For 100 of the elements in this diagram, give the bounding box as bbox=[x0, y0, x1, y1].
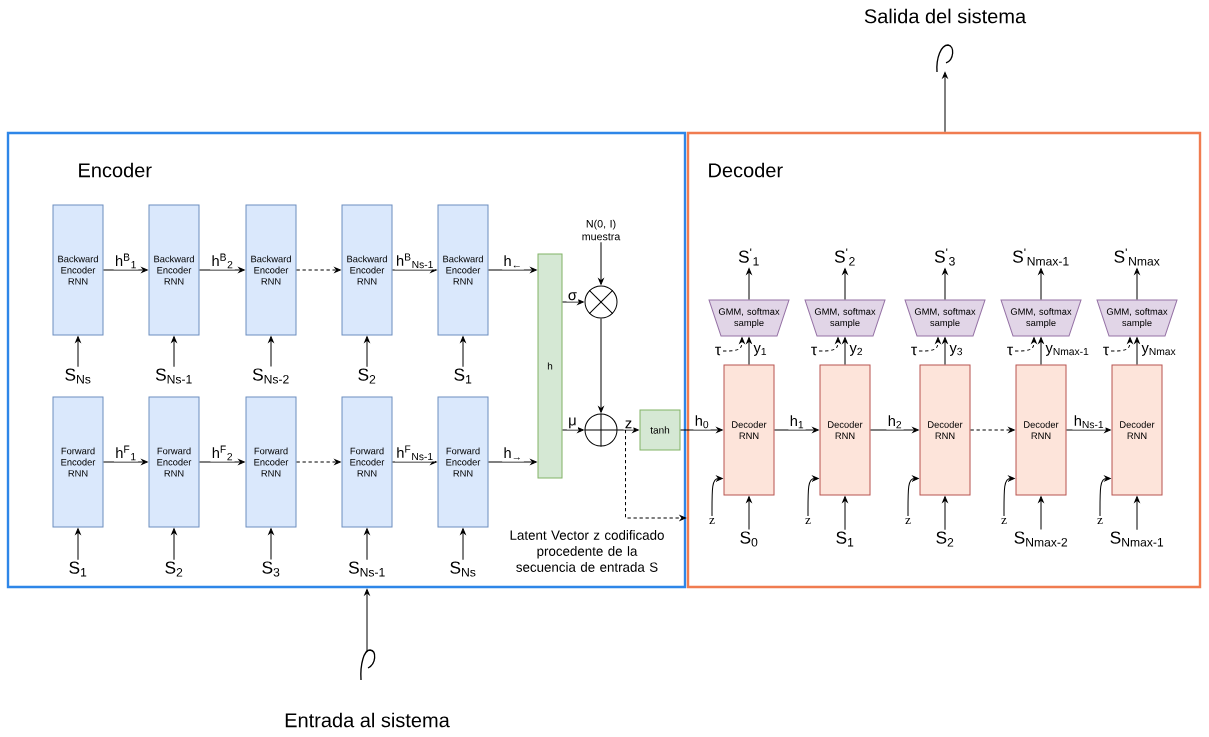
output-symbol: S$^{'}$1 bbox=[738, 248, 759, 266]
arrow bbox=[617, 427, 639, 433]
rnn-block: Backward Encoder RNN bbox=[52, 204, 104, 336]
arrow bbox=[103, 459, 148, 465]
temperature-symbol: τ bbox=[1103, 346, 1110, 356]
input-symbol: S$_{Ns-2}$ bbox=[252, 368, 289, 384]
edge-label: h$^{F}$1 bbox=[113, 444, 139, 462]
arrow bbox=[1066, 427, 1111, 433]
edge-label: h$^{B}$Ns-1 bbox=[394, 252, 436, 270]
edge-label: h$^{B}$1 bbox=[113, 252, 139, 270]
rnn-block: Backward Encoder RNN bbox=[245, 204, 297, 336]
arrow bbox=[171, 336, 177, 368]
arrow bbox=[942, 496, 948, 531]
edge-label: y$_{2}$ bbox=[848, 343, 865, 358]
temperature-symbol: τ bbox=[1007, 346, 1014, 356]
arrow bbox=[75, 336, 81, 368]
arrow bbox=[199, 459, 245, 465]
arrow bbox=[1099, 475, 1111, 517]
arrow bbox=[942, 337, 948, 365]
arrow bbox=[1014, 337, 1037, 352]
arrow bbox=[807, 475, 819, 517]
input-symbol: S$_{1}$ bbox=[454, 368, 472, 384]
arrow bbox=[918, 337, 941, 352]
latent-symbol: z bbox=[709, 517, 715, 525]
arrow bbox=[488, 459, 537, 465]
input-symbol: S$_{0}$ bbox=[740, 531, 758, 547]
multiply-circle bbox=[584, 285, 618, 319]
rnn-block: Forward Encoder RNN bbox=[52, 396, 104, 528]
arrow bbox=[268, 528, 274, 561]
sampling-trapezoid: GMM, softmax sample bbox=[708, 299, 790, 337]
system-caption: Entrada al sistema bbox=[285, 649, 450, 728]
latent-symbol: z bbox=[805, 517, 811, 525]
arrow bbox=[199, 267, 245, 273]
edge-label: z bbox=[623, 419, 634, 430]
rnn-block: Backward Encoder RNN bbox=[148, 204, 200, 336]
edge-label: y$_{1}$ bbox=[752, 343, 769, 358]
edge-label: h$_{←}$ bbox=[502, 254, 524, 270]
input-symbol: S$_{3}$ bbox=[262, 561, 280, 577]
system-caption: Salida del sistema bbox=[864, 8, 1027, 73]
arrow bbox=[103, 267, 148, 273]
edge-label: y$_{Nmax-1}$ bbox=[1044, 343, 1091, 358]
arrow bbox=[842, 337, 848, 365]
input-symbol: S$_{Ns-1}$ bbox=[348, 561, 385, 577]
output-symbol: S$^{'}$2 bbox=[834, 248, 855, 266]
latent-symbol: z bbox=[1097, 517, 1103, 525]
output-symbol: S$^{'}$Nmax-1 bbox=[1012, 248, 1069, 266]
input-symbol: S$_{Ns}$ bbox=[65, 368, 91, 384]
input-symbol: S$_{2}$ bbox=[165, 561, 183, 577]
arrow bbox=[970, 427, 1015, 433]
input-symbol: S$_{Nmax-1}$ bbox=[1110, 531, 1164, 547]
sampling-trapezoid: GMM, softmax sample bbox=[904, 299, 986, 337]
decoder-block: Decoder RNN bbox=[1015, 364, 1067, 496]
panel-heading: Encoder bbox=[79, 162, 152, 178]
arrow bbox=[1134, 337, 1140, 365]
arrow bbox=[1110, 337, 1133, 352]
arrow bbox=[1003, 475, 1015, 517]
arrow bbox=[1134, 268, 1140, 300]
edge-label: h$_{0}$ bbox=[693, 413, 711, 430]
edge-label: y$_{3}$ bbox=[948, 343, 965, 358]
arrow bbox=[364, 336, 370, 368]
arrow bbox=[598, 241, 604, 285]
arrow bbox=[562, 299, 584, 305]
decoder-block: Decoder RNN bbox=[819, 364, 871, 496]
temperature-symbol: τ bbox=[715, 346, 722, 356]
input-symbol: S$_{2}$ bbox=[936, 531, 954, 547]
arrow bbox=[1038, 496, 1044, 531]
input-symbol: S$_{1}$ bbox=[69, 561, 87, 577]
arrow bbox=[625, 429, 686, 521]
latent-symbol: z bbox=[1001, 517, 1007, 525]
edge-label: h$_{1}$ bbox=[788, 414, 806, 430]
arrow bbox=[296, 267, 341, 273]
panel-heading: Decoder bbox=[709, 162, 783, 178]
arrow bbox=[75, 528, 81, 561]
edge-label: h$_{2}$ bbox=[886, 414, 904, 430]
output-symbol: S$^{'}$3 bbox=[934, 248, 955, 266]
decoder-block: Decoder RNN bbox=[1111, 364, 1163, 496]
noise-label: N(0, I) muestra bbox=[582, 219, 621, 241]
hidden-state-bar: h bbox=[537, 253, 563, 479]
arrow bbox=[842, 496, 848, 531]
arrow bbox=[942, 268, 948, 300]
arrow bbox=[1134, 496, 1140, 531]
arrow bbox=[818, 337, 841, 352]
edge-label: h$^{F}$2 bbox=[210, 444, 235, 462]
rnn-block: Forward Encoder RNN bbox=[245, 396, 297, 528]
rnn-block: Forward Encoder RNN bbox=[148, 396, 200, 528]
arrow bbox=[268, 336, 274, 368]
input-symbol: S$_{2}$ bbox=[358, 368, 376, 384]
temperature-symbol: τ bbox=[911, 346, 918, 356]
arrow bbox=[746, 268, 752, 300]
edge-label: σ bbox=[566, 290, 579, 302]
rnn-block: Forward Encoder RNN bbox=[341, 396, 393, 528]
arrow bbox=[680, 427, 723, 433]
arrow bbox=[296, 459, 341, 465]
input-symbol: S$_{1}$ bbox=[836, 531, 854, 547]
sum-circle bbox=[584, 413, 618, 447]
arrow bbox=[460, 528, 466, 561]
sampling-trapezoid: GMM, softmax sample bbox=[1096, 299, 1178, 337]
input-symbol: S$_{Ns}$ bbox=[450, 561, 476, 577]
input-symbol: S$_{Ns-1}$ bbox=[155, 368, 192, 384]
sampling-trapezoid: GMM, softmax sample bbox=[804, 299, 886, 337]
